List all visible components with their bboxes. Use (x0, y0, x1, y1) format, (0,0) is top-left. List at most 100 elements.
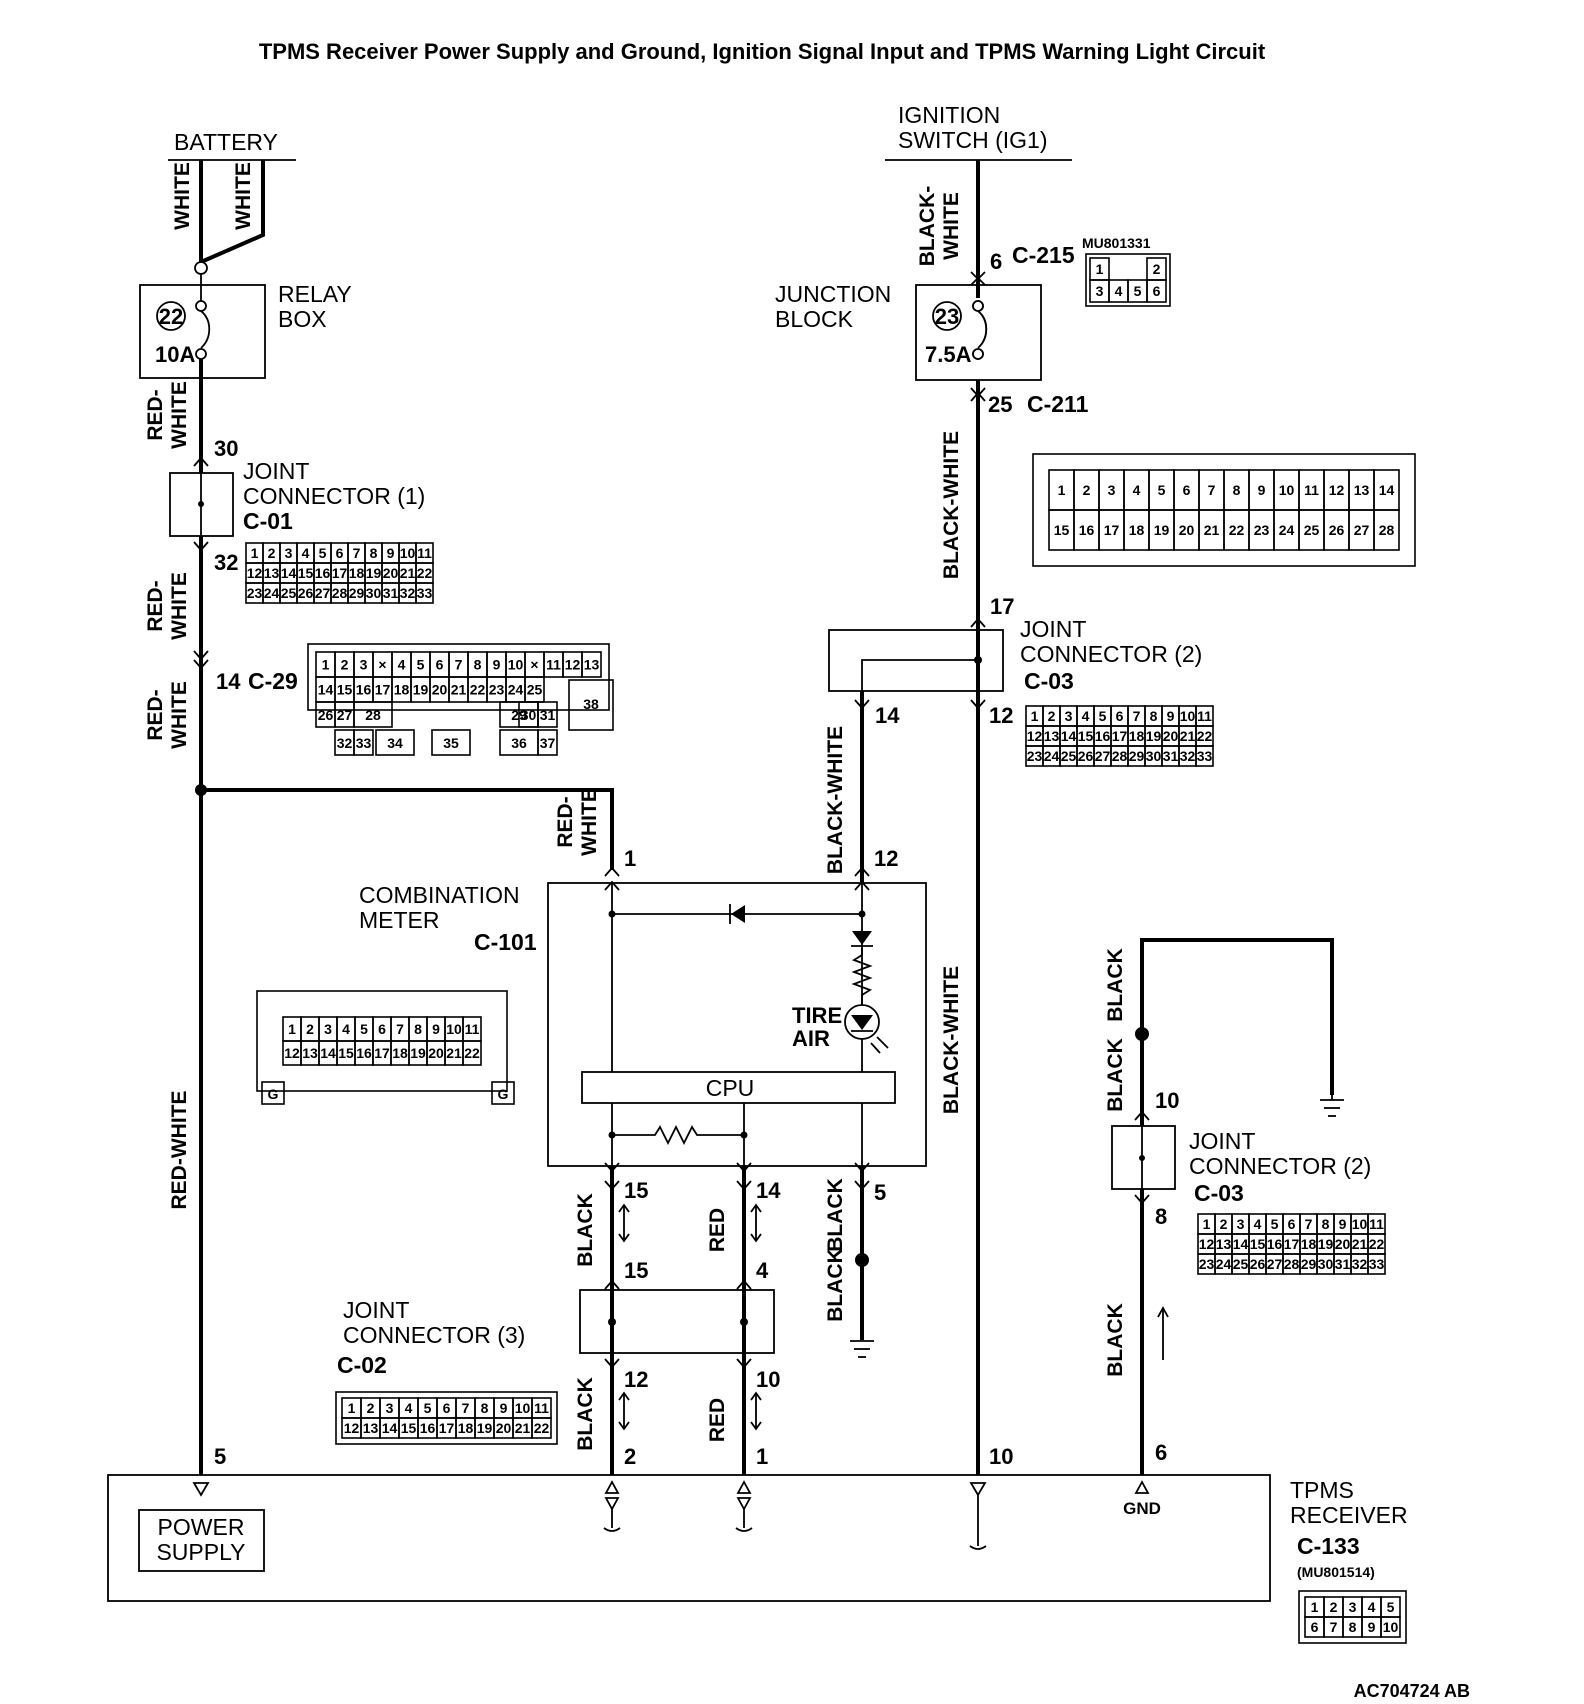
pin-jc2-12: 12 (989, 703, 1013, 728)
connector-pin-label: 9 (432, 1021, 440, 1037)
receiver-part-no: (MU801514) (1297, 1564, 1375, 1580)
connector-cell (491, 1081, 515, 1105)
connector-pin-label: 10 (1279, 482, 1295, 498)
cpu-label: CPU (706, 1075, 755, 1101)
connector-pin-label: 12 (1027, 728, 1043, 744)
connector-pin-label: 37 (540, 735, 556, 751)
pin-jc2-17: 17 (990, 594, 1014, 619)
connector-cell (581, 651, 602, 678)
connector-pin-label: 1 (348, 1400, 356, 1416)
connector-pin-label: 16 (1267, 1236, 1283, 1252)
connector-pin-label: 31 (1163, 748, 1179, 764)
connector-pin-label: 20 (428, 1045, 444, 1061)
connector-pin-label: 1 (1311, 1599, 1319, 1615)
jc2a-label-1: JOINT (1020, 616, 1086, 642)
connector-pin-label: 1 (1058, 482, 1066, 498)
connector-pin-label: 23 (1027, 748, 1043, 764)
connector-pin-label: 2 (268, 545, 276, 561)
connector-pin-label: 4 (302, 545, 310, 561)
connector-pin-label: 17 (1112, 728, 1128, 744)
pin-jc3-15: 15 (624, 1258, 648, 1283)
c215-code: C-215 (1012, 242, 1075, 268)
tpms-receiver (107, 1474, 1271, 1602)
connector-pin-label: 12 (1199, 1236, 1215, 1252)
connector-pin-label: 18 (392, 1045, 408, 1061)
pin-c215-6: 6 (990, 249, 1002, 274)
connector-cell (537, 729, 558, 756)
pin-meter-12: 12 (874, 846, 898, 871)
jc1-code: C-01 (243, 508, 293, 534)
wire-color-black-d: BLACK (574, 1377, 597, 1451)
wire-color-red-b: RED (706, 1398, 729, 1442)
connector-pin-label: 30 (521, 707, 537, 723)
connector-pin-label: × (378, 657, 386, 673)
pin-jc3-12: 12 (624, 1367, 648, 1392)
connector-pin-label: 18 (458, 1420, 474, 1436)
connector-pin-label: 10 (1352, 1216, 1368, 1232)
connector-pin-label: 32 (1352, 1256, 1368, 1272)
connector-pin-label: 13 (1216, 1236, 1232, 1252)
connector-pin-label: 15 (338, 1045, 354, 1061)
connector-cell (1380, 1616, 1401, 1638)
connector-pin-label: 7 (1133, 708, 1141, 724)
connector-pin-label: 6 (1183, 482, 1191, 498)
connector-pin-label: 8 (414, 1021, 422, 1037)
ignition-label-2: SWITCH (IG1) (898, 127, 1048, 153)
connector-pin-label: 11 (546, 657, 561, 673)
wire-color-red-white-e2: WHITE (578, 788, 601, 856)
connector-pin-label: 4 (405, 1400, 413, 1416)
connector-pin-label: 4 (342, 1021, 350, 1037)
connector-cell (353, 729, 374, 756)
connector-pin-label: 31 (1335, 1256, 1351, 1272)
input-terminal-icon (192, 1482, 210, 1497)
wire-color-black-c: BLACK (824, 1248, 847, 1322)
receiver-code: C-133 (1297, 1533, 1360, 1559)
connector-pin-label: 33 (356, 735, 372, 751)
connector-pin-label: 9 (493, 657, 501, 673)
jc2a-label-2: CONNECTOR (2) (1020, 641, 1202, 667)
c211-code: C-211 (1027, 391, 1089, 417)
connector-pin-label: 4 (1133, 482, 1141, 498)
connector-pin-label: 32 (400, 585, 416, 601)
connector-pin-label: 25 (281, 585, 297, 601)
pin-rx-6: 6 (1155, 1440, 1167, 1465)
connector-pin-label: 3 (1065, 708, 1073, 724)
connector-pin-label: 27 (337, 707, 353, 723)
wire-color-red-white-c2: WHITE (168, 681, 191, 749)
connector-pin-label: 18 (394, 682, 410, 698)
pin-jc2-14: 14 (875, 703, 900, 728)
jb-label-1: JUNCTION (775, 281, 891, 307)
connector-pin-label: 30 (1146, 748, 1162, 764)
relay-box-label-1: RELAY (278, 281, 352, 307)
connector-pin-label: 14 (281, 565, 297, 581)
connector-pin-label: 6 (1311, 1619, 1319, 1635)
c215-part-no: MU801331 (1082, 235, 1151, 251)
connector-pin-label: 12 (1329, 482, 1345, 498)
connector-pin-label: 14 (1379, 482, 1395, 498)
connector-pin-label: 19 (1154, 522, 1170, 538)
connector-pin-label: 7 (1330, 1619, 1338, 1635)
wire-color-red-white-d: RED-WHITE (168, 1091, 191, 1210)
connector-pin-label: 17 (332, 565, 348, 581)
wire-color-red-a: RED (706, 1208, 729, 1252)
connector-pin-label: 20 (383, 565, 399, 581)
ground-wire (1140, 938, 1334, 1095)
connector-pin-label: 35 (443, 735, 459, 751)
meter-code: C-101 (474, 929, 537, 955)
connector-pin-label: 18 (349, 565, 365, 581)
input-terminal-icon (969, 1482, 987, 1497)
connector-pin-label: 32 (1180, 748, 1196, 764)
connector-pin-label: 18 (1129, 728, 1145, 744)
connector-pin-label: 14 (1061, 728, 1077, 744)
connector-pin-label: 22 (417, 565, 433, 581)
connector-pin-label: 13 (1354, 482, 1370, 498)
connector-pin-label: 4 (1368, 1599, 1376, 1615)
connector-pin-label: 26 (1250, 1256, 1266, 1272)
connector-pin-label: 7 (1208, 482, 1216, 498)
pin-jc3-10: 10 (756, 1367, 780, 1392)
